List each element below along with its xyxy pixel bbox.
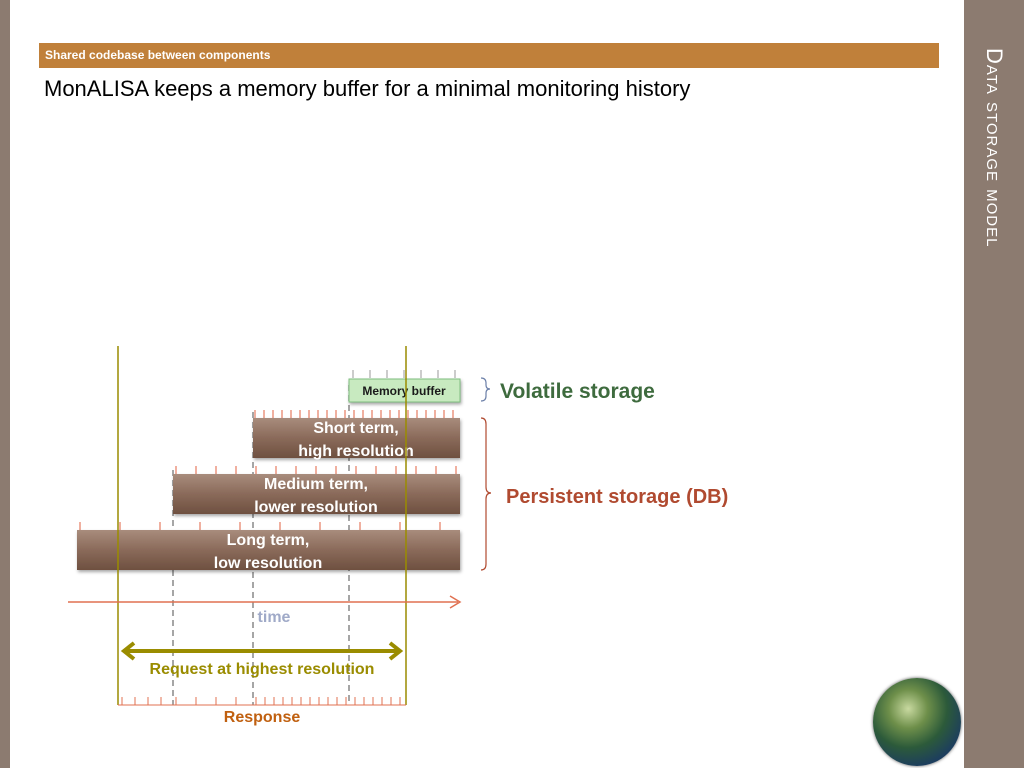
section-title: Data storage model — [964, 0, 1024, 768]
long-term-ticks — [79, 522, 441, 530]
long-term-label-1: Long term, — [227, 532, 310, 549]
long-term-label-2: low resolution — [214, 555, 322, 572]
volatile-bracket — [480, 377, 491, 402]
request-arrow-left-head — [120, 641, 136, 661]
time-arrow-head — [449, 595, 462, 609]
slide-heading: MonALISA keeps a memory buffer for a min… — [44, 76, 691, 101]
short-term-label-1: Short term, — [313, 420, 398, 437]
memory-buffer-label: Memory buffer — [362, 384, 446, 398]
buffer-ticks — [352, 370, 456, 378]
response-label: Response — [224, 709, 301, 726]
medium-term-label-1: Medium term, — [264, 476, 368, 493]
request-arrow-right-head — [388, 641, 404, 661]
persistent-bracket — [480, 417, 492, 571]
time-label: time — [258, 609, 291, 626]
medium-term-bar — [173, 474, 460, 514]
short-term-label-2: high resolution — [298, 443, 414, 460]
left-accent-bar — [0, 0, 10, 768]
medium-term-ticks — [175, 466, 457, 474]
globe-logo-icon — [873, 678, 961, 766]
request-label: Request at highest resolution — [150, 661, 375, 678]
short-term-bar — [253, 418, 460, 458]
section-title-text: Data storage model — [982, 48, 1007, 248]
short-term-ticks — [254, 410, 454, 418]
right-side-panel — [964, 0, 1024, 768]
header-band: Shared codebase between components — [39, 43, 939, 68]
response-ticks — [121, 697, 401, 705]
long-term-bar — [77, 530, 460, 570]
volatile-storage-label: Volatile storage — [500, 380, 655, 403]
medium-term-label-2: lower resolution — [254, 499, 378, 516]
memory-buffer-bar — [348, 378, 461, 403]
persistent-storage-label: Persistent storage (DB) — [506, 486, 728, 508]
header-band-label: Shared codebase between components — [45, 48, 271, 62]
